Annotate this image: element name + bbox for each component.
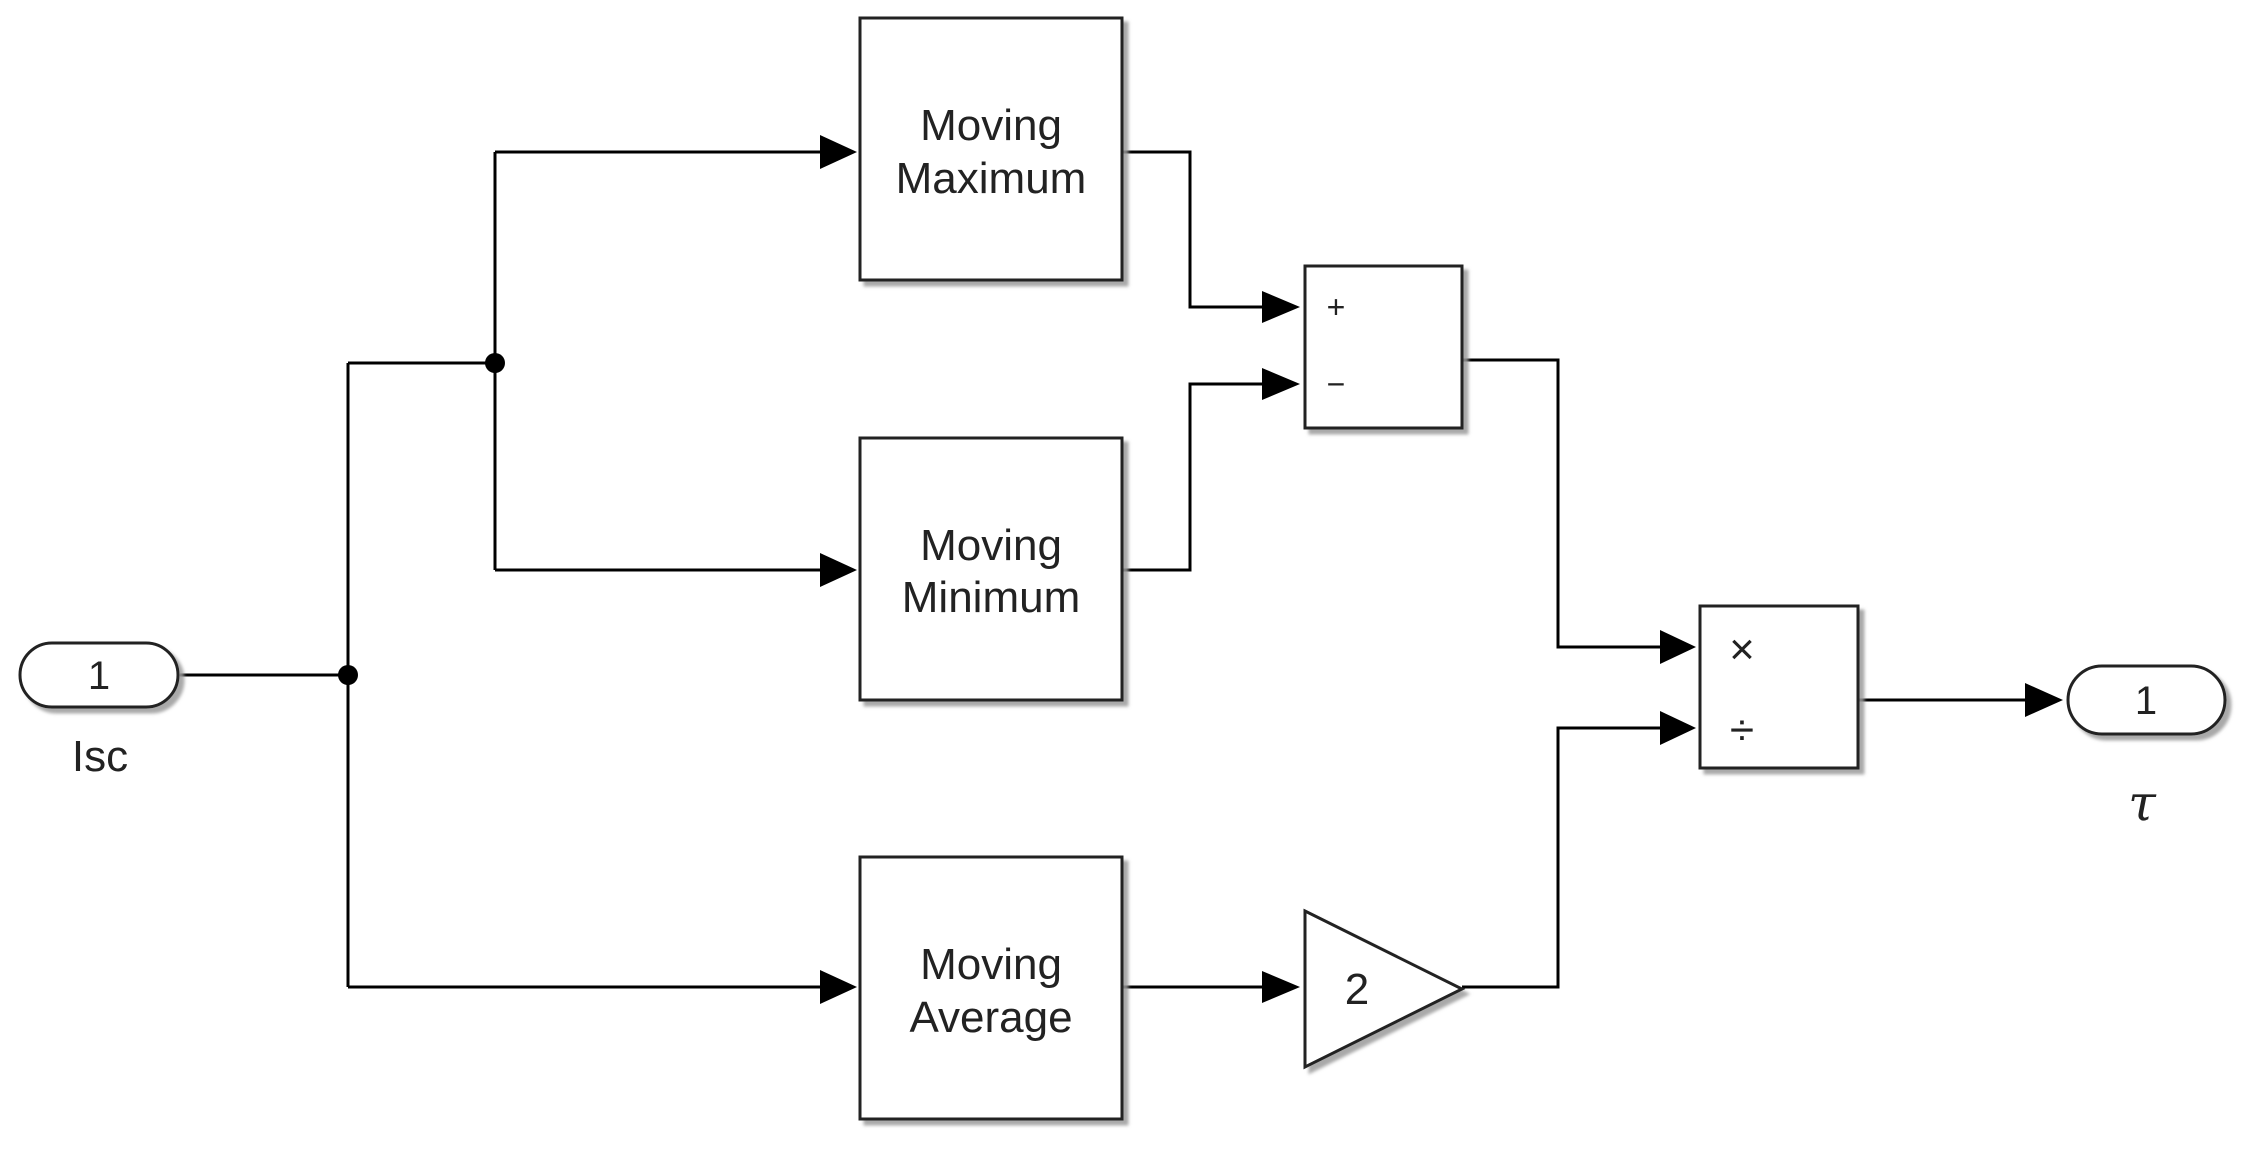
wire-gain-to-product[interactable] bbox=[1462, 726, 1660, 989]
product-multiply-sign: × bbox=[1729, 625, 1755, 674]
product-block[interactable]: × ÷ bbox=[1698, 604, 1860, 770]
moving-average-block[interactable]: Moving Average bbox=[858, 855, 1124, 1121]
arrow-into-outport bbox=[2025, 683, 2063, 717]
moving-maximum-label-line2: Maximum bbox=[896, 154, 1087, 203]
wire-min-to-sum[interactable] bbox=[1122, 382, 1262, 572]
moving-minimum-block[interactable]: Moving Minimum bbox=[858, 436, 1124, 702]
moving-average-label-line2: Average bbox=[909, 993, 1072, 1042]
moving-minimum-label-line2: Minimum bbox=[902, 573, 1080, 622]
sum-minus-sign: − bbox=[1327, 366, 1346, 402]
inport-number: 1 bbox=[88, 654, 110, 698]
arrow-into-moving-average bbox=[820, 970, 857, 1004]
inport-block[interactable]: 1 bbox=[18, 641, 180, 709]
outport-block[interactable]: 1 bbox=[2066, 664, 2227, 736]
moving-maximum-block[interactable]: Moving Maximum bbox=[858, 16, 1124, 282]
sum-plus-sign: + bbox=[1327, 289, 1346, 325]
gain-block[interactable]: 2 bbox=[1303, 908, 1466, 1070]
arrow-into-product-divide bbox=[1660, 711, 1696, 745]
outport-number: 1 bbox=[2135, 679, 2157, 723]
arrow-into-moving-maximum bbox=[820, 135, 857, 169]
arrow-into-gain bbox=[1262, 971, 1300, 1003]
branch-junction-main bbox=[338, 665, 358, 685]
gain-value: 2 bbox=[1345, 965, 1369, 1014]
arrow-into-moving-minimum bbox=[820, 553, 857, 587]
inport-label: Isc bbox=[72, 732, 128, 781]
arrow-into-product-multiply bbox=[1660, 630, 1696, 664]
moving-maximum-label-line1: Moving bbox=[920, 101, 1062, 150]
arrow-into-sum-minus bbox=[1262, 368, 1300, 400]
moving-average-label-line1: Moving bbox=[920, 940, 1062, 989]
wire-max-to-sum[interactable] bbox=[1122, 150, 1262, 309]
wire-sum-to-product[interactable] bbox=[1462, 358, 1660, 649]
outport-label: τ bbox=[2128, 774, 2157, 832]
arrow-into-sum-plus bbox=[1262, 291, 1300, 323]
sum-block[interactable]: + − bbox=[1303, 264, 1464, 430]
moving-minimum-label-line1: Moving bbox=[920, 521, 1062, 570]
product-divide-sign: ÷ bbox=[1730, 706, 1754, 755]
branch-junction-upper bbox=[485, 353, 505, 373]
